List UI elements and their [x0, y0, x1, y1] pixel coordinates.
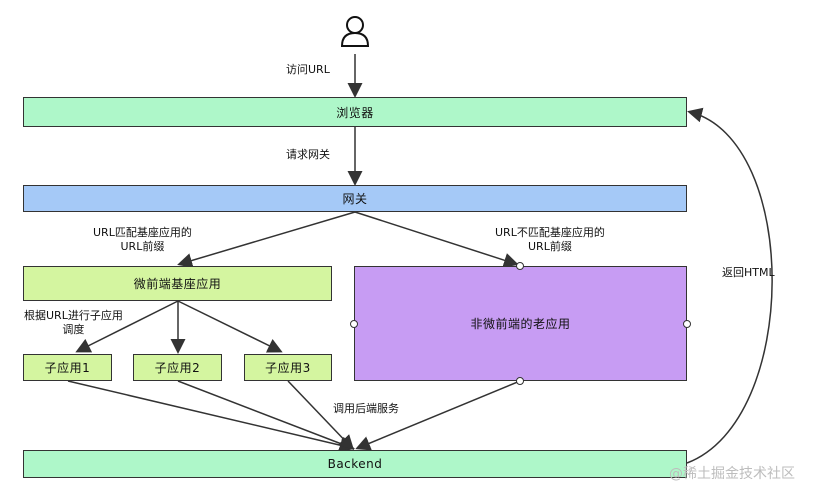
legacy-right-port — [683, 320, 691, 328]
sub-app-2-label: 子应用2 — [154, 361, 201, 375]
request-gateway-label: 请求网关 — [286, 148, 330, 161]
sub-app-1-label: 子应用1 — [44, 361, 91, 375]
url-nomatch-label: URL不匹配基座应用的 URL前缀 — [495, 226, 605, 254]
url-nomatch-line1: URL不匹配基座应用的 — [495, 226, 605, 239]
arrow-sub-app-2-to-backend — [177, 380, 355, 451]
legacy-app-label: 非微前端的老应用 — [470, 317, 571, 331]
arrow-base-to-sub-app-3 — [177, 300, 283, 353]
arrow-legacy-to-backend — [355, 380, 521, 451]
route-label: 根据URL进行子应用 调度 — [24, 309, 123, 337]
arrow-sub-app-3-to-backend — [287, 380, 355, 451]
url-match-line1: URL匹配基座应用的 — [93, 226, 192, 239]
sub-app-3-label: 子应用3 — [265, 361, 311, 375]
gateway-label: 网关 — [342, 192, 368, 206]
legacy-top-port — [516, 262, 524, 270]
arrow-sub-app-1-to-backend — [67, 380, 355, 453]
user-icon — [340, 16, 370, 47]
arrow-gateway-to-base-app — [177, 211, 356, 268]
url-nomatch-line2: URL前缀 — [528, 240, 572, 253]
browser-node: 浏览器 — [23, 97, 687, 127]
route-line1: 根据URL进行子应用 — [24, 309, 123, 322]
route-line2: 调度 — [62, 323, 85, 336]
legacy-bottom-port — [516, 377, 524, 385]
url-match-label: URL匹配基座应用的 URL前缀 — [93, 226, 192, 254]
base-app-node: 微前端基座应用 — [23, 266, 332, 301]
arrow-base-to-sub-app-1 — [75, 300, 179, 353]
sub-app-3-node: 子应用3 — [244, 354, 332, 381]
sub-app-2-node: 子应用2 — [133, 354, 222, 381]
url-match-line2: URL前缀 — [120, 240, 165, 253]
backend-label: Backend — [327, 457, 383, 471]
browser-label: 浏览器 — [336, 105, 374, 120]
arrow-backend-to-browser — [686, 107, 773, 464]
arrow-gateway-to-legacy-app — [354, 211, 519, 268]
gateway-node: 网关 — [23, 185, 687, 212]
legacy-left-port — [350, 320, 358, 328]
legacy-app-node: 非微前端的老应用 — [354, 266, 687, 381]
visit-url-label: 访问URL — [286, 63, 330, 76]
sub-app-1-node: 子应用1 — [23, 354, 112, 381]
call-backend-label: 调用后端服务 — [333, 402, 399, 415]
watermark-text: @稀土掘金技术社区 — [669, 466, 795, 482]
backend-node: Backend — [23, 450, 687, 478]
return-html-label: 返回HTML — [722, 266, 775, 279]
base-app-label: 微前端基座应用 — [133, 277, 222, 291]
